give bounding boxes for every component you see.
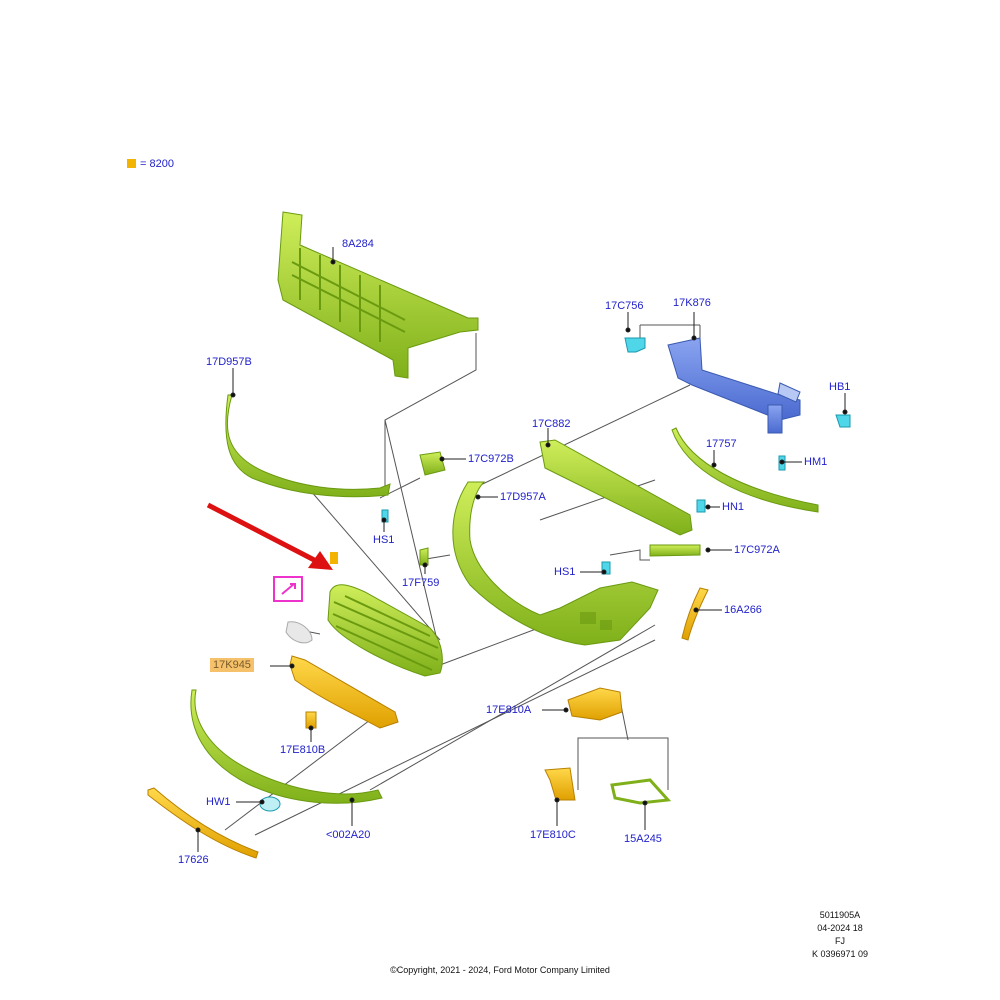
label-HM1[interactable]: HM1 [804, 456, 828, 468]
part-17C972A-shape [649, 544, 701, 557]
label-17K945[interactable]: 17K945 [210, 658, 254, 672]
reference-line-4: K 0396971 09 [811, 949, 868, 959]
label-17E810C[interactable]: 17E810C [530, 829, 576, 841]
part-cap-shape [285, 621, 313, 644]
label-17D957B[interactable]: 17D957B [206, 356, 252, 368]
part-17D957B-shape [225, 394, 391, 498]
label-17D957A[interactable]: 17D957A [500, 491, 546, 503]
label-15A245[interactable]: 15A245 [624, 833, 662, 845]
label-17E810A[interactable]: 17E810A [486, 704, 532, 716]
label-HB1[interactable]: HB1 [829, 381, 851, 393]
legend: = 8200 [127, 158, 174, 170]
fastener-HW1-icon [259, 796, 281, 812]
copyright-notice: ©Copyright, 2021 - 2024, Ford Motor Comp… [390, 965, 610, 975]
fastener-HN1-icon [696, 499, 706, 513]
leader-lines [195, 247, 848, 852]
red-pointer-arrow-icon [206, 502, 333, 570]
label-17626[interactable]: 17626 [178, 854, 209, 866]
fastener-HS1b-icon [601, 561, 611, 575]
fasteners [259, 337, 851, 812]
label-17C972B[interactable]: 17C972B [468, 453, 514, 465]
part-grille-shape [327, 552, 443, 677]
part-17C972B-shape [419, 451, 446, 476]
fastener-HB1-icon [835, 414, 851, 428]
label-17C972A[interactable]: 17C972A [734, 544, 780, 556]
legend-text: = 8200 [140, 158, 174, 170]
reference-line-3: FJ [834, 936, 845, 946]
label-17C882[interactable]: 17C882 [532, 418, 571, 430]
label-HS1-upper[interactable]: HS1 [373, 534, 395, 546]
part-17K876-shape [667, 337, 801, 434]
label-HS1-lower[interactable]: HS1 [554, 566, 576, 578]
label-HN1[interactable]: HN1 [722, 501, 745, 513]
label-17E810B[interactable]: 17E810B [280, 744, 326, 756]
part-17F759-shape [419, 547, 429, 566]
part-17D957A-shape [452, 481, 659, 646]
part-002A20-shape [190, 689, 383, 804]
label-17757[interactable]: 17757 [706, 438, 737, 450]
label-HW1[interactable]: HW1 [206, 796, 231, 808]
part-8A284-shape [277, 211, 479, 379]
legend-swatch [127, 159, 136, 168]
part-17E810C-shape [544, 767, 576, 801]
fastener-17C756-icon [624, 337, 646, 353]
diagram-reference: 5011905A 04-2024 18 FJ K 0396971 09 [812, 909, 868, 961]
magenta-highlight-box-icon [273, 576, 303, 602]
part-17K945-shape [289, 655, 399, 729]
label-17C756[interactable]: 17C756 [605, 300, 644, 312]
part-16A266-shape [681, 587, 709, 641]
part-17757-shape [671, 427, 819, 513]
label-17F759[interactable]: 17F759 [402, 577, 440, 589]
part-17C882-shape [539, 439, 693, 536]
label-17K876[interactable]: 17K876 [673, 297, 711, 309]
part-15A245-shape [610, 778, 672, 805]
reference-line-2: 04-2024 18 [817, 923, 863, 933]
label-002A20[interactable]: <002A20 [326, 829, 371, 841]
part-17626-shape [147, 787, 259, 859]
label-8A284[interactable]: 8A284 [342, 238, 374, 250]
label-16A266[interactable]: 16A266 [724, 604, 762, 616]
reference-line-1: 5011905A [819, 910, 861, 920]
part-17E810A-shape [567, 687, 623, 721]
